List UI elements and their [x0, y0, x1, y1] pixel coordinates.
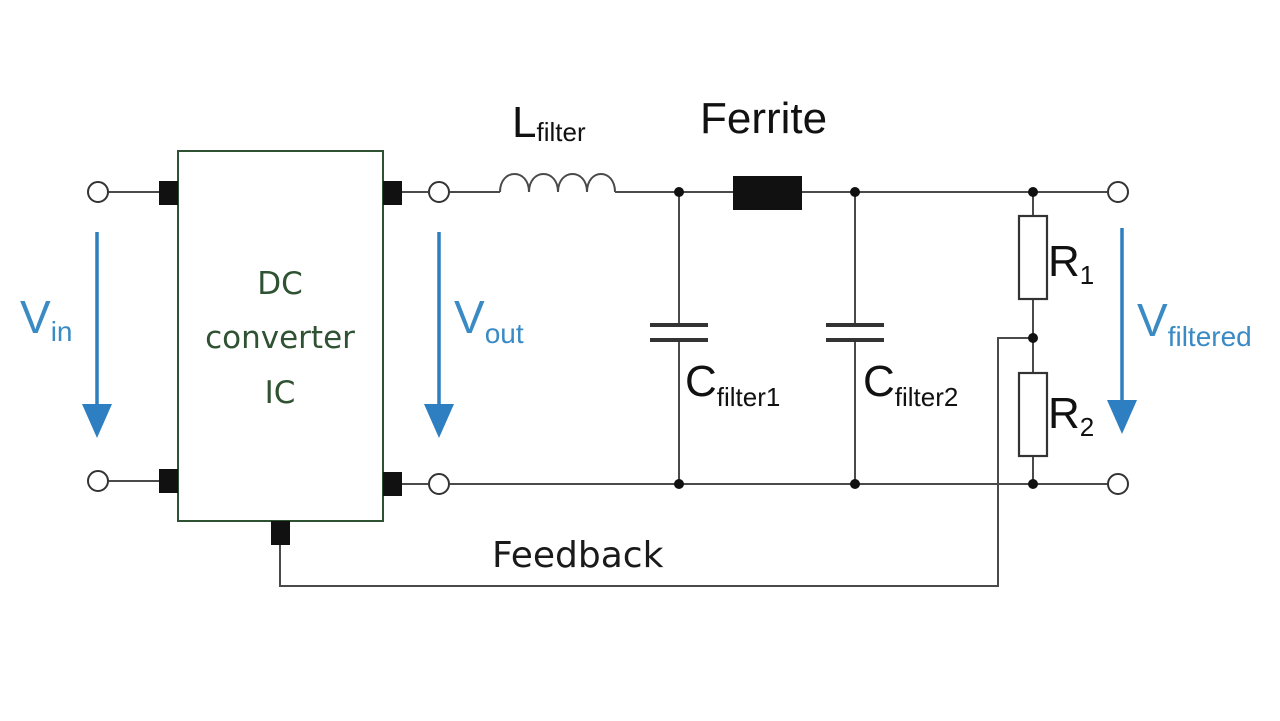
- cfilter1-label: Cfilter1: [685, 357, 780, 412]
- ic-text-line3: IC: [265, 375, 296, 411]
- vin-bottom-terminal: [87, 470, 109, 492]
- ic-pin-vout-bottom: [383, 472, 402, 496]
- vout-top-terminal: [428, 181, 450, 203]
- junction-dot: [850, 187, 860, 197]
- vin-label: Vin: [20, 291, 72, 347]
- ferrite-bead-icon: [733, 176, 802, 210]
- lfilter-label: Lfilter: [512, 98, 586, 147]
- cfilter2-capacitor-icon: [826, 323, 884, 342]
- vfiltered-bottom-terminal: [1107, 473, 1129, 495]
- vfiltered-label: Vfiltered: [1137, 294, 1252, 352]
- dc-converter-ic: DC converter IC: [159, 150, 402, 545]
- cfilter2-label: Cfilter2: [863, 357, 958, 412]
- ic-text-line1: DC: [257, 266, 303, 302]
- ic-pin-feedback: [271, 521, 290, 545]
- vfiltered-arrow-head: [1107, 400, 1137, 434]
- r2-label: R2: [1048, 389, 1094, 442]
- ic-body: [177, 150, 384, 522]
- r1-label: R1: [1048, 237, 1094, 290]
- junction-dot: [1028, 187, 1038, 197]
- cfilter1-capacitor-icon: [650, 323, 708, 342]
- ic-text-line2: converter: [205, 320, 355, 356]
- ferrite-label: Ferrite: [700, 94, 827, 143]
- r1-resistor-icon: [1017, 214, 1049, 301]
- feedback-wire: [279, 337, 1033, 587]
- vout-bottom-terminal: [428, 473, 450, 495]
- ic-pin-vin-bottom: [159, 469, 178, 493]
- junction-dots: [674, 187, 1038, 489]
- vin-top-terminal: [87, 181, 109, 203]
- vin-arrow-head: [82, 404, 112, 438]
- junction-dot: [1028, 479, 1038, 489]
- terminals: [87, 181, 1129, 495]
- ic-pin-vin-top: [159, 181, 178, 205]
- ic-pin-vout-top: [383, 181, 402, 205]
- vin-arrow-icon: [82, 232, 112, 438]
- feedback-label: Feedback: [492, 535, 664, 576]
- inductor-coil-icon: [499, 173, 616, 193]
- vout-arrow-icon: [424, 232, 454, 438]
- vfiltered-top-terminal: [1107, 181, 1129, 203]
- junction-dot: [1028, 333, 1038, 343]
- junction-dot: [674, 187, 684, 197]
- vout-arrow-head: [424, 404, 454, 438]
- junction-dot: [674, 479, 684, 489]
- r2-resistor-icon: [1017, 371, 1049, 458]
- vout-label: Vout: [454, 291, 524, 349]
- junction-dot: [850, 479, 860, 489]
- vfiltered-arrow-icon: [1107, 228, 1137, 434]
